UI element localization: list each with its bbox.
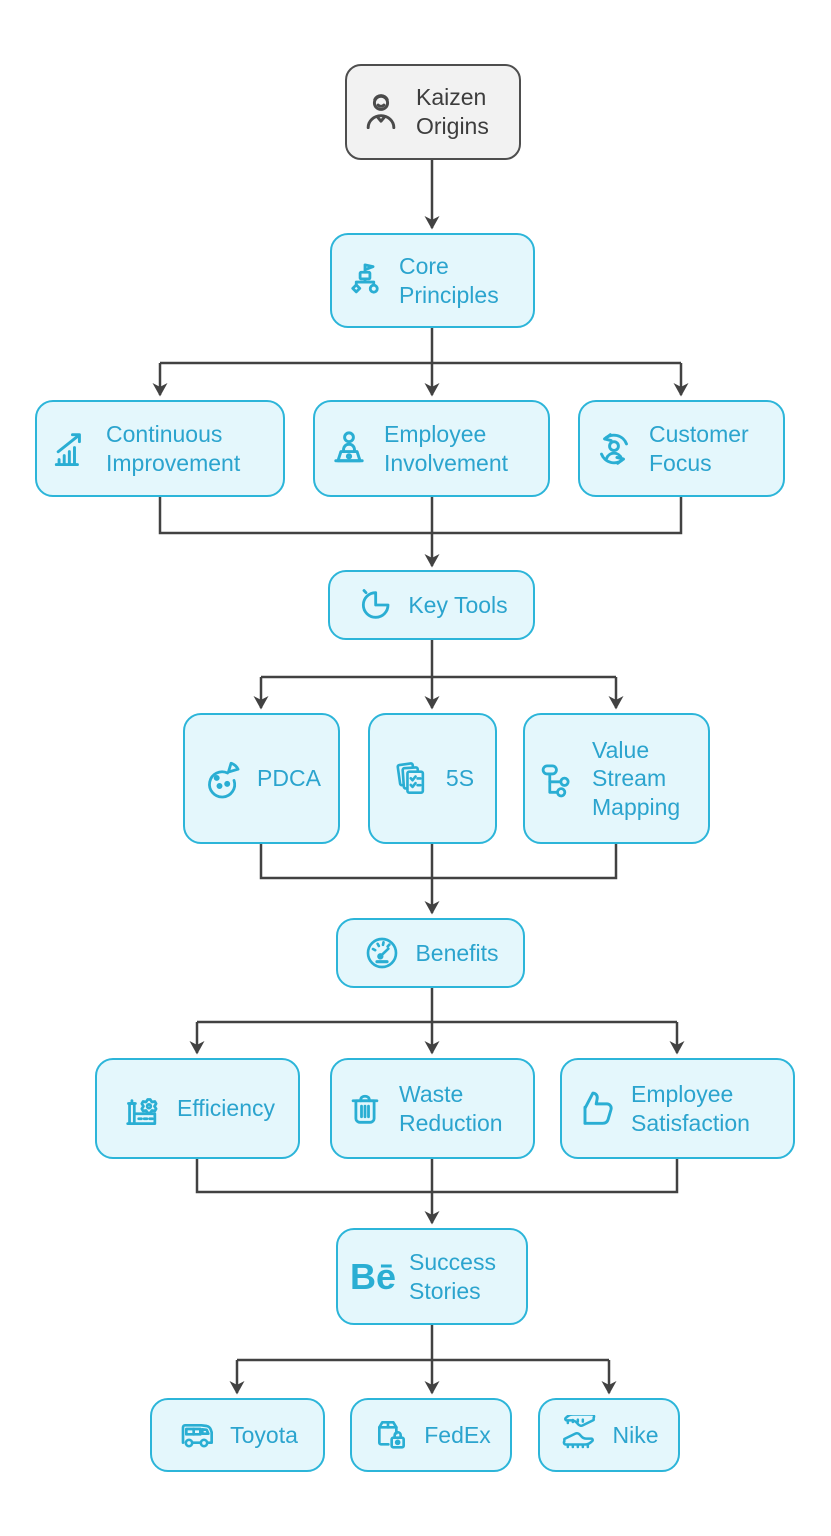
node-label: Employee Satisfaction — [631, 1080, 750, 1136]
person-cycle-arrows-icon — [592, 427, 636, 471]
org-hierarchy-flag-icon — [344, 260, 386, 302]
node-5s: 5S — [368, 713, 497, 844]
pie-dots-icon — [202, 758, 244, 800]
node-label: Toyota — [230, 1421, 298, 1448]
behance-icon: Bē — [350, 1255, 397, 1297]
node-label: 5S — [445, 765, 475, 792]
node-fedex: FedEx — [350, 1398, 512, 1472]
node-value-stream-mapping: Value Stream Mapping — [523, 713, 710, 844]
checklist-pages-icon — [391, 758, 433, 800]
node-efficiency: Efficiency — [95, 1058, 300, 1159]
node-employee-involvement: Employee Involvement — [313, 400, 550, 497]
package-lock-icon — [371, 1415, 411, 1455]
node-waste-reduction: Waste Reduction — [330, 1058, 535, 1159]
node-label: Employee Involvement — [384, 420, 509, 476]
node-label: Core Principles — [399, 252, 499, 308]
node-nike: Nike — [538, 1398, 680, 1472]
node-label: Kaizen Origins — [416, 84, 489, 139]
node-success-stories: Bē Success Stories — [336, 1228, 528, 1325]
cleats-icon — [559, 1415, 599, 1455]
node-benefits: Benefits — [336, 918, 525, 988]
node-label: Key Tools — [408, 591, 508, 618]
rising-bar-chart-icon — [49, 427, 93, 471]
node-continuous-improvement: Continuous Improvement — [35, 400, 285, 497]
node-label: Continuous Improvement — [106, 420, 241, 476]
pie-wedge-icon — [355, 585, 395, 625]
node-employee-satisfaction: Employee Satisfaction — [560, 1058, 795, 1159]
node-customer-focus: Customer Focus — [578, 400, 785, 497]
node-label: Nike — [612, 1421, 659, 1448]
trash-can-icon — [344, 1088, 386, 1130]
node-label: Success Stories — [409, 1248, 496, 1304]
node-label: Benefits — [415, 939, 499, 966]
thumbs-up-icon — [574, 1087, 618, 1131]
node-core-principles: Core Principles — [330, 233, 535, 328]
node-label: FedEx — [424, 1421, 491, 1448]
node-key-tools: Key Tools — [328, 570, 535, 640]
node-kaizen-origins: Kaizen Origins — [345, 64, 521, 160]
node-pdca: PDCA — [183, 713, 340, 844]
factory-gear-icon — [120, 1087, 164, 1131]
branch-map-icon — [537, 758, 579, 800]
node-label: Customer Focus — [649, 420, 749, 476]
person-at-desk-icon — [327, 427, 371, 471]
node-label: Waste Reduction — [399, 1080, 503, 1136]
person-icon — [359, 90, 403, 134]
node-toyota: Toyota — [150, 1398, 325, 1472]
gauge-icon — [362, 933, 402, 973]
delivery-truck-icon — [177, 1415, 217, 1455]
node-label: Efficiency — [176, 1095, 275, 1122]
node-label: Value Stream Mapping — [592, 736, 681, 820]
node-label: PDCA — [257, 765, 321, 792]
